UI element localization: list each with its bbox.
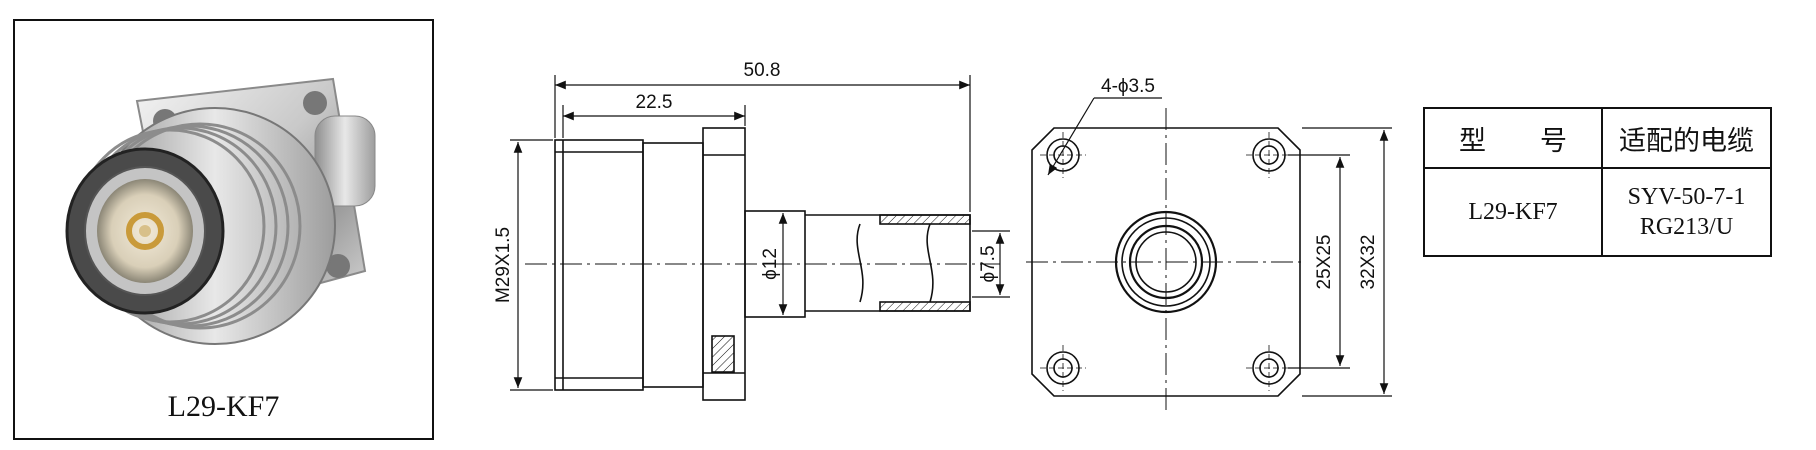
header-cable: 适配的电缆 xyxy=(1601,107,1772,169)
side-view xyxy=(525,127,1000,401)
dim-cable-diameter: ϕ7.5 xyxy=(978,245,999,282)
product-photo-frame: L29-KF7 xyxy=(13,19,434,440)
dim-thread: M29X1.5 xyxy=(493,227,514,303)
photo-caption: L29-KF7 xyxy=(167,390,280,423)
flange-outline xyxy=(1031,127,1301,397)
dim-flange-size: 32X32 xyxy=(1358,235,1379,290)
front-dimensions xyxy=(1047,97,1392,397)
cell-cable: SYV-50-7-1 RG213/U xyxy=(1601,167,1772,257)
cable-line-2: RG213/U xyxy=(1639,214,1734,240)
cable-section xyxy=(805,214,971,312)
dim-overall-length: 50.8 xyxy=(744,60,781,81)
outer-ring xyxy=(1114,210,1218,314)
body-section xyxy=(642,142,704,388)
mount-hole-icon xyxy=(303,91,327,115)
header-model: 型 号 xyxy=(1423,107,1603,169)
connector-photo xyxy=(65,77,376,345)
dim-front-length: 22.5 xyxy=(636,92,673,113)
dim-hole-pitch: 25X25 xyxy=(1314,235,1335,290)
tube-section xyxy=(744,210,806,318)
side-dimensions xyxy=(510,75,1010,391)
center-contact-icon xyxy=(126,212,164,250)
table-row: L29-KF7 SYV-50-7-1 RG213/U xyxy=(1423,167,1772,257)
dim-holes: 4-ϕ3.5 xyxy=(1101,76,1155,97)
front-view xyxy=(1026,108,1306,412)
cell-model: L29-KF7 xyxy=(1423,167,1603,257)
table-header-row: 型 号 适配的电缆 xyxy=(1423,107,1772,169)
mount-hole-icon xyxy=(326,254,350,278)
spec-table: 型 号 适配的电缆 L29-KF7 SYV-50-7-1 RG213/U xyxy=(1423,107,1772,257)
cable-line-1: SYV-50-7-1 xyxy=(1627,184,1746,210)
dim-tube-diameter: ϕ12 xyxy=(760,248,781,280)
thread-section xyxy=(554,139,644,391)
